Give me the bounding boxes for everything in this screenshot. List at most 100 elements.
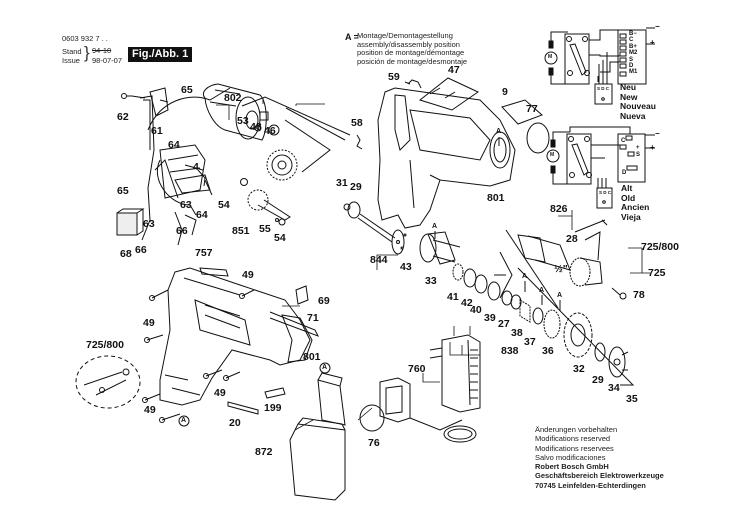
planetary-carrier <box>419 231 461 265</box>
terminal-label: C <box>629 37 634 44</box>
legend-word: New <box>620 91 638 102</box>
legend-new: Neu New Nouveau Nueva <box>620 82 656 121</box>
part-label: 760 <box>408 363 426 375</box>
marker-a-circle <box>319 362 331 374</box>
part-label: 76 <box>368 437 380 449</box>
part-label: 62 <box>117 111 129 123</box>
plug-old <box>596 187 613 209</box>
part-label: 43 <box>400 261 412 273</box>
assembly-note-line: Montage/Demontagestellung <box>357 31 453 40</box>
part-label: 725 <box>648 267 666 279</box>
part-number: 0603 932 7 . . <box>62 34 108 43</box>
part-label: 801 <box>487 192 505 204</box>
part-label: 32 <box>573 363 585 375</box>
legend-word: Neu <box>620 82 637 92</box>
part-label: 54 <box>218 199 230 211</box>
switch-body <box>564 33 590 85</box>
label-20 <box>227 401 259 415</box>
supply-plus-old: + <box>650 143 655 152</box>
marker-a: A <box>522 273 528 280</box>
clip-58 <box>356 134 363 150</box>
legend-word: Old <box>621 192 636 203</box>
part-label: 27 <box>498 318 510 330</box>
part-label: 66 <box>135 244 147 256</box>
drill-chuck <box>505 219 635 386</box>
brace: } <box>84 43 90 62</box>
marker-a: A <box>181 417 187 424</box>
footer-division: Geschäftsbereich Elektrowerkzeuge <box>535 471 664 481</box>
marker-a-arrows <box>524 281 561 311</box>
label-199 <box>264 387 286 399</box>
wiring-diagram-old <box>546 126 655 209</box>
terminal-label: D <box>622 170 627 176</box>
label-plate <box>501 99 543 125</box>
housing-half-right <box>377 77 516 229</box>
part-label: 20 <box>229 417 241 429</box>
part-label: 64 <box>168 139 180 151</box>
part-label: 725/800 <box>86 339 124 351</box>
part-label: 55 <box>259 223 271 235</box>
terminal-label: B+ <box>629 43 637 50</box>
part-label: ½" <box>554 263 568 275</box>
charger <box>379 334 481 443</box>
terminal-block-new <box>617 29 647 85</box>
assembly-note-line: posición de montage/desmontaje <box>357 56 468 66</box>
part-label: 29 <box>350 181 362 193</box>
part-label: 63 <box>180 199 192 211</box>
motor-label-old: M <box>550 152 555 158</box>
spring-clip <box>404 79 422 89</box>
assembly-note-line: assembly/disassembly position <box>357 39 460 49</box>
footer-note: Salvo modificaciones <box>535 452 606 462</box>
terminal-labels-new: B− C B+ M2 S D M1 <box>629 31 637 76</box>
part-label: 4 <box>193 161 199 173</box>
part-label: 65 <box>181 84 193 96</box>
footer-note: Modifications reservees <box>535 443 614 453</box>
legend-word: Nouveau <box>620 101 656 111</box>
gears <box>240 124 298 226</box>
terminal-block-old <box>617 133 646 183</box>
part-label: 46 <box>264 125 276 137</box>
part-label: 41 <box>447 291 459 303</box>
part-label: 872 <box>255 446 273 458</box>
part-label: 64 <box>196 209 208 221</box>
battery-terminal <box>116 208 145 236</box>
part-label: 42 <box>461 297 473 309</box>
part-label: 851 <box>232 225 250 237</box>
part-label: 49 <box>143 317 155 329</box>
supply-plus-new: + <box>650 38 655 47</box>
figure-label: Fig./Abb. 1 <box>128 47 193 62</box>
part-label: 9 <box>502 86 508 98</box>
part-label: 801 <box>303 351 321 363</box>
part-label: 40 <box>470 304 482 316</box>
marker-a: A <box>539 287 545 294</box>
terminal-label: D <box>629 63 634 70</box>
part-label: 757 <box>195 247 213 259</box>
plug-pins-old: S D C <box>599 190 612 195</box>
terminal-label: M1 <box>629 69 638 76</box>
legend-word: Ancien <box>621 202 650 212</box>
part-label: 49 <box>242 269 254 281</box>
cover-strip-757 <box>199 267 229 277</box>
part-label: 65 <box>117 185 129 197</box>
marker-a: A <box>557 292 563 299</box>
plug-pins-new: S D C <box>597 86 610 91</box>
part-label: 77 <box>526 103 538 115</box>
switch-cover <box>418 77 480 111</box>
motor-symbol <box>546 149 560 163</box>
part-label: 53 <box>237 115 249 127</box>
part-label: 826 <box>550 203 568 215</box>
part-label: 29 <box>592 374 604 386</box>
part-label: 49 <box>144 404 156 416</box>
part-label: 844 <box>370 254 388 266</box>
part-label: 199 <box>264 402 282 414</box>
label-leaders <box>216 98 650 431</box>
part-label: 33 <box>425 275 437 287</box>
strip-71 <box>269 311 320 337</box>
part-label: 54 <box>274 232 286 244</box>
part-label: 63 <box>143 218 155 230</box>
assembly-marker: A = <box>345 32 359 42</box>
part-label: 68 <box>120 248 132 260</box>
legend-word: Vieja <box>621 211 641 222</box>
footer-note: Modifications reserved <box>535 434 611 444</box>
marker-a: A <box>322 364 328 371</box>
